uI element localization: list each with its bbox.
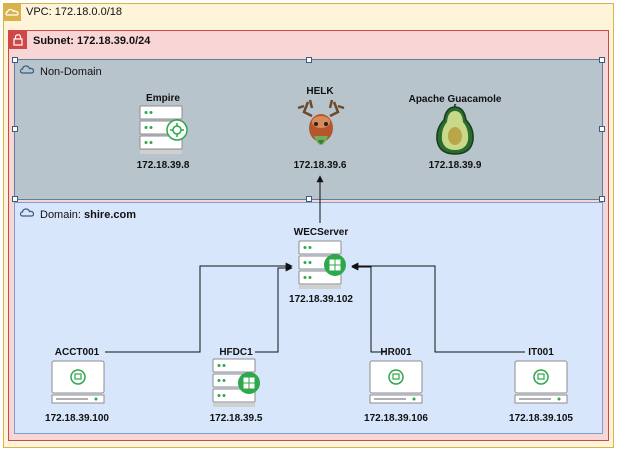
- hr-workstation-icon[interactable]: [368, 359, 424, 407]
- helk-elk-logo-icon[interactable]: [294, 96, 348, 156]
- selection-handle[interactable]: [599, 196, 605, 202]
- empire-label: Empire: [146, 93, 180, 104]
- it-to-wec-edge: [351, 262, 525, 353]
- selection-handle[interactable]: [306, 196, 312, 202]
- helk-ip: 172.18.39.6: [293, 160, 347, 171]
- selection-handle[interactable]: [12, 57, 18, 63]
- vpc-cloud-icon: [3, 3, 21, 21]
- hfdc-ip: 172.18.39.5: [209, 413, 263, 424]
- wec-server-icon[interactable]: [297, 239, 349, 291]
- wec-server-label: WECServer: [293, 227, 349, 238]
- hr-label: HR001: [380, 347, 412, 358]
- wec-server-ip: 172.18.39.102: [289, 294, 353, 305]
- selection-handle[interactable]: [599, 57, 605, 63]
- acct-workstation-icon[interactable]: [50, 359, 106, 407]
- hfdc-to-wec-edge: [255, 264, 293, 353]
- vpc-label: VPC: 172.18.0.0/18: [26, 6, 123, 18]
- selection-handle[interactable]: [599, 126, 605, 132]
- acct-ip: 172.18.39.100: [45, 413, 109, 424]
- subnet-lock-icon: [9, 31, 27, 49]
- non-domain-cloud-icon: [19, 62, 35, 81]
- domain-label: Domain: shire.com: [40, 209, 136, 221]
- acct-label: ACCT001: [54, 347, 100, 358]
- hr-to-wec-edge: [351, 263, 385, 353]
- guacamole-ip: 172.18.39.9: [428, 160, 482, 171]
- empire-server-icon[interactable]: [138, 104, 190, 156]
- selection-handle[interactable]: [12, 196, 18, 202]
- selection-handle[interactable]: [12, 126, 18, 132]
- acct-to-wec-edge: [105, 262, 293, 353]
- subnet-label: Subnet: 172.18.39.0/24: [33, 35, 151, 47]
- it-label: IT001: [528, 347, 554, 358]
- it-workstation-icon[interactable]: [513, 359, 569, 407]
- empire-ip: 172.18.39.8: [136, 160, 190, 171]
- non-domain-label: Non-Domain: [40, 66, 102, 78]
- hfdc-server-icon[interactable]: [211, 357, 263, 411]
- hr-ip: 172.18.39.106: [364, 413, 428, 424]
- guacamole-avocado-icon[interactable]: [432, 104, 478, 156]
- helk-label: HELK: [306, 86, 334, 97]
- selection-handle[interactable]: [306, 57, 312, 63]
- it-ip: 172.18.39.105: [509, 413, 573, 424]
- hfdc-label: HFDC1: [219, 347, 253, 358]
- guacamole-label: Apache Guacamole: [408, 94, 502, 105]
- domain-cloud-icon: [19, 205, 35, 224]
